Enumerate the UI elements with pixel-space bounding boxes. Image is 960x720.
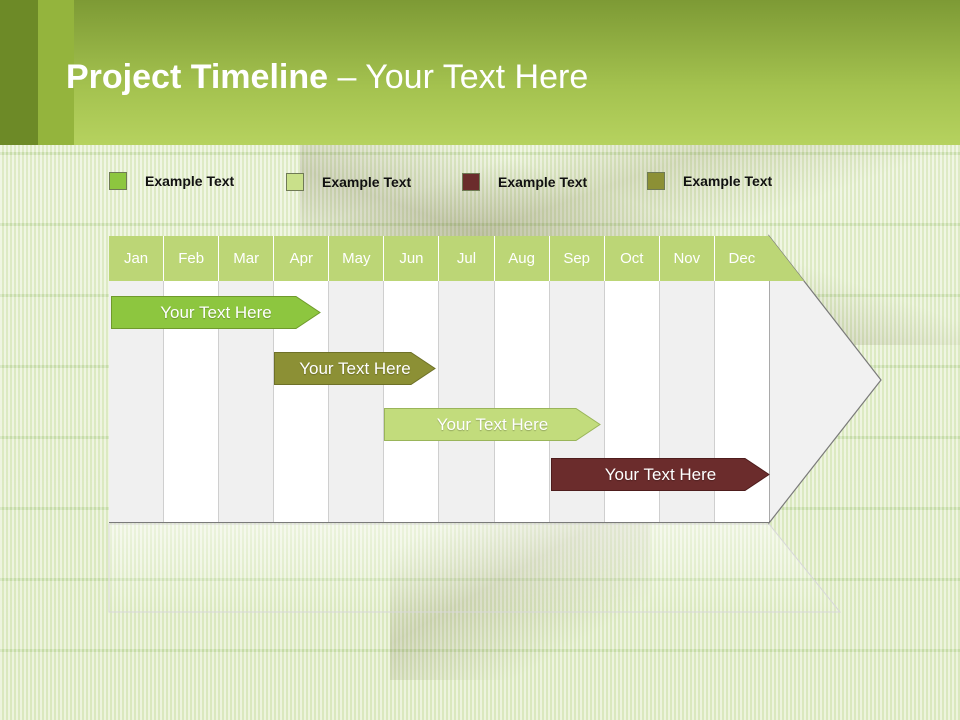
task-bar[interactable]: Your Text Here bbox=[111, 296, 321, 329]
task-bar-label: Your Text Here bbox=[160, 302, 272, 322]
legend-swatch bbox=[109, 172, 127, 190]
header-banner: Project Timeline – Your Text Here bbox=[0, 0, 960, 145]
task-bar-label: Your Text Here bbox=[436, 414, 549, 434]
legend-swatch bbox=[647, 172, 665, 190]
legend-swatch bbox=[462, 173, 480, 191]
task-bar[interactable]: Your Text Here bbox=[551, 458, 770, 491]
header-accent-strip-light bbox=[38, 0, 74, 145]
legend-item[interactable]: Example Text bbox=[286, 172, 411, 192]
task-bar-label: Your Text Here bbox=[299, 358, 411, 378]
legend-label: Example Text bbox=[498, 174, 588, 190]
month-column bbox=[439, 281, 495, 522]
month-apr: Apr bbox=[274, 236, 330, 281]
asparagus-image-reflection bbox=[390, 520, 650, 680]
legend-swatch bbox=[286, 173, 304, 191]
task-bar[interactable]: Your Text Here bbox=[384, 408, 601, 441]
header-accent-strip bbox=[0, 0, 38, 145]
month-oct: Oct bbox=[604, 236, 660, 281]
month-may: May bbox=[329, 236, 385, 281]
month-header-row: Jan Feb Mar Apr May Jun Jul Aug Sep Oct … bbox=[109, 236, 769, 281]
month-feb: Feb bbox=[164, 236, 220, 281]
title-rest: – Your Text Here bbox=[328, 58, 589, 96]
month-mar: Mar bbox=[219, 236, 275, 281]
month-column bbox=[384, 281, 440, 522]
month-jun: Jun bbox=[384, 236, 440, 281]
month-nov: Nov bbox=[659, 236, 715, 281]
task-bar[interactable]: Your Text Here bbox=[274, 352, 436, 385]
task-bar-label: Your Text Here bbox=[604, 464, 717, 484]
month-jul: Jul bbox=[439, 236, 495, 281]
legend-item[interactable]: Example Text bbox=[109, 171, 234, 191]
month-column bbox=[494, 281, 550, 522]
title-bold: Project Timeline bbox=[66, 58, 329, 96]
month-column bbox=[329, 281, 385, 522]
month-jan: Jan bbox=[109, 236, 165, 281]
legend-label: Example Text bbox=[683, 173, 773, 189]
legend-item[interactable]: Example Text bbox=[462, 172, 587, 192]
legend-label: Example Text bbox=[145, 173, 235, 189]
month-aug: Aug bbox=[494, 236, 550, 281]
month-dec: Dec bbox=[714, 236, 769, 281]
slide-title[interactable]: Project Timeline – Your Text Here bbox=[66, 58, 588, 97]
legend-item[interactable]: Example Text bbox=[647, 171, 772, 191]
month-sep: Sep bbox=[549, 236, 605, 281]
legend-label: Example Text bbox=[322, 174, 412, 190]
